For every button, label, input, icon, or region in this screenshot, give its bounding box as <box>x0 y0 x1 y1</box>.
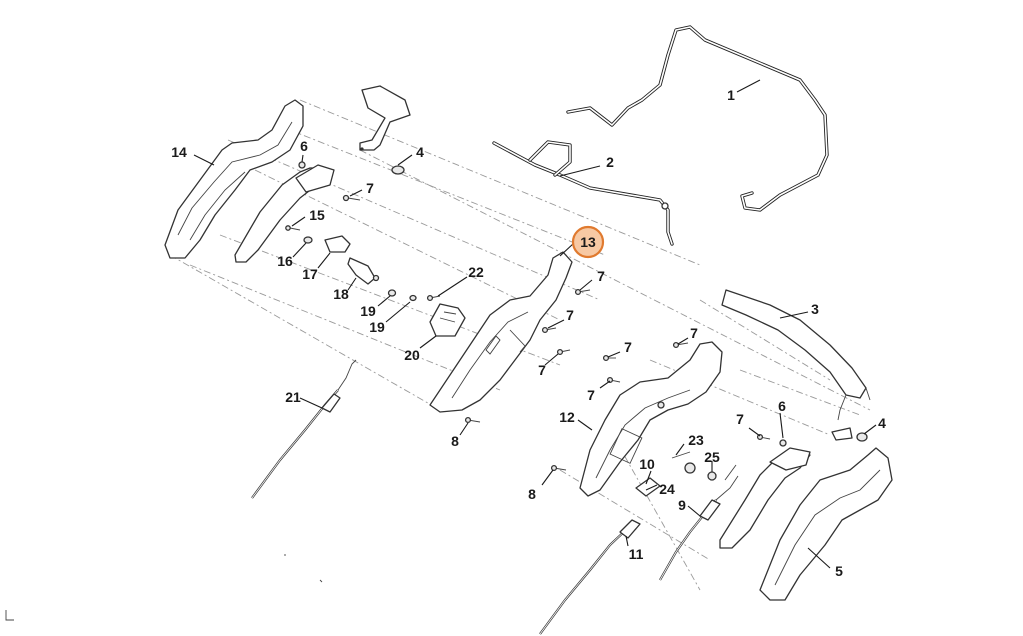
part-13-center-bracket <box>429 251 573 413</box>
hardware-lower-right <box>635 451 737 497</box>
callout-14: 14 <box>171 144 187 160</box>
callout-6-right: 6 <box>778 398 786 414</box>
hardware-middle <box>464 288 591 424</box>
callout-21: 21 <box>285 389 301 405</box>
callout-4-right: 4 <box>878 415 886 431</box>
callout-5: 5 <box>835 563 843 579</box>
hardware-upper-left <box>285 161 466 337</box>
callout-7-a: 7 <box>366 180 374 196</box>
callout-7-g: 7 <box>690 325 698 341</box>
callout-labels: 1 2 3 4 4 5 6 6 7 7 7 7 7 7 7 7 8 8 9 10… <box>171 87 886 579</box>
callout-1: 1 <box>727 87 735 103</box>
part-4-handle-bracket <box>359 85 411 175</box>
callout-7-b: 7 <box>597 268 605 284</box>
part-3-foam-grip <box>721 289 871 421</box>
callout-17: 17 <box>302 266 318 282</box>
callout-8-left: 8 <box>451 433 459 449</box>
callout-9: 9 <box>678 497 686 513</box>
callout-23: 23 <box>688 432 704 448</box>
callout-24: 24 <box>659 481 675 497</box>
corner-marks <box>5 554 323 621</box>
callout-19-a: 19 <box>360 303 376 319</box>
part-21-cable <box>251 359 357 499</box>
callout-7-h: 7 <box>736 411 744 427</box>
callout-15: 15 <box>309 207 325 223</box>
part-12-right-bracket <box>550 341 723 497</box>
callout-11: 11 <box>629 546 644 562</box>
callout-12: 12 <box>559 409 575 425</box>
callout-20: 20 <box>404 347 420 363</box>
callout-13: 13 <box>580 234 596 250</box>
callout-6-left: 6 <box>300 138 308 154</box>
callout-16: 16 <box>277 253 293 269</box>
callout-8-right: 8 <box>528 486 536 502</box>
callout-4-top: 4 <box>416 144 424 160</box>
callout-19-b: 19 <box>369 319 385 335</box>
part-14-left-cover <box>164 99 304 259</box>
callout-3: 3 <box>811 301 819 317</box>
part-5-right-cover <box>759 447 893 601</box>
callout-10: 10 <box>639 456 655 472</box>
part-2-control-bow <box>492 140 674 246</box>
part-11-cable <box>539 519 641 635</box>
callout-22: 22 <box>468 264 484 280</box>
callout-18: 18 <box>333 286 349 302</box>
part-9-cable <box>659 475 739 581</box>
callout-7-e: 7 <box>624 339 632 355</box>
leader-lines <box>193 79 877 569</box>
callout-7-f: 7 <box>587 387 595 403</box>
callout-2: 2 <box>606 154 614 170</box>
left-handle-frame <box>234 164 335 263</box>
callout-7-d: 7 <box>538 362 546 378</box>
part-1-upper-handle <box>566 25 829 212</box>
right-handle-frame <box>719 427 868 549</box>
callout-7-c: 7 <box>566 307 574 323</box>
callout-25: 25 <box>704 449 720 465</box>
callout-13-highlight <box>571 225 605 259</box>
